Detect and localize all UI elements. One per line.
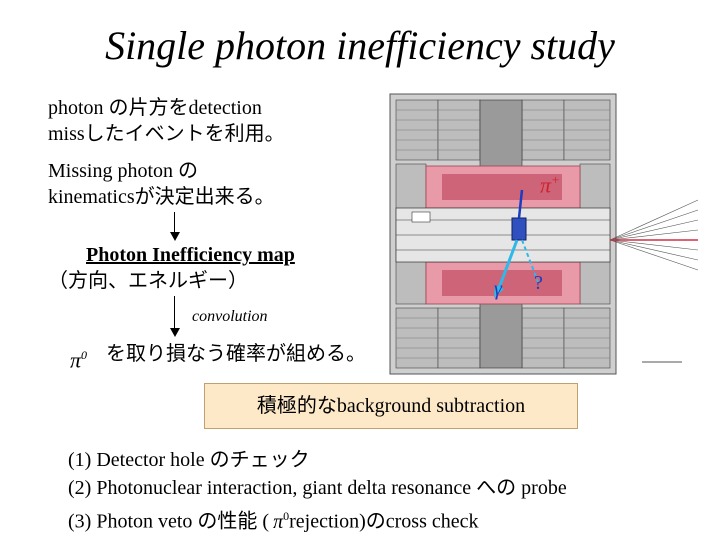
text-line-2: missしたイベントを利用。 [48, 123, 285, 145]
pi0-symbol: π0 [70, 347, 88, 373]
text-line-4: kinematicsが決定出来る。 [48, 186, 275, 208]
list-item-1: (1) Detector hole のチェック [68, 449, 310, 471]
text-line-direction-energy: （方向、エネルギー） [48, 270, 248, 292]
gamma-label: γ [494, 278, 502, 300]
text-line-probability: を取り損なう確率が組める。 [106, 343, 366, 365]
convolution-label: convolution [192, 308, 268, 325]
photon-inefficiency-map-heading: Photon Inefficiency map [86, 244, 295, 266]
down-arrow-2-icon [170, 328, 180, 337]
list-item-2: (2) Photonuclear interaction, giant delt… [68, 477, 567, 499]
text-line-3: Missing photon の [48, 160, 199, 182]
text-line-1: photon の片方をdetection [48, 97, 262, 119]
down-arrow-2-shaft [174, 296, 175, 330]
background-subtraction-box: 積極的なbackground subtraction [204, 383, 578, 429]
detector-cross-section-diagram [372, 90, 700, 378]
list-item-3: (3) Photon veto の性能 (π0rejection)のcross … [68, 509, 479, 533]
slide-title: Single photon inefficiency study [105, 23, 615, 68]
down-arrow-1-icon [170, 232, 180, 241]
pi-plus-label: π+ [540, 172, 560, 198]
missing-photon-question-mark: ? [534, 272, 543, 294]
down-arrow-1-shaft [174, 212, 175, 234]
